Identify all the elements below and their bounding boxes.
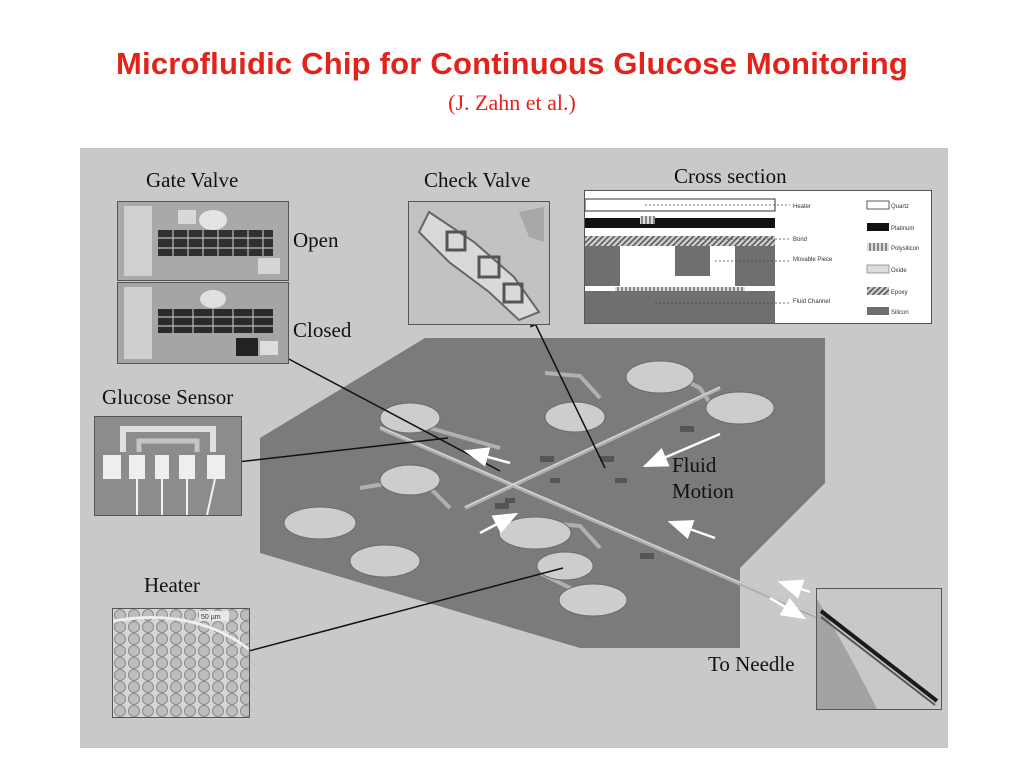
fluid-motion-label: Fluid Motion	[672, 453, 734, 503]
figure-panel: Gate Valve	[80, 148, 948, 748]
legend-quartz: Quartz	[891, 204, 909, 210]
legend-oxide: Oxide	[891, 268, 907, 274]
legend-epoxy: Epoxy	[891, 290, 908, 296]
xs-channel-text: Fluid Channel	[793, 299, 830, 305]
xs-heater-text: Heater	[793, 204, 811, 210]
check-valve-label: Check Valve	[424, 168, 531, 192]
slide-title: Microfluidic Chip for Continuous Glucose…	[115, 46, 909, 81]
legend-polysilicon: Polysilicon	[891, 246, 919, 252]
closed-label: Closed	[293, 318, 352, 342]
pointer-arrows	[218, 311, 606, 659]
legend-silicon: Silicon	[891, 310, 909, 316]
xs-movable-text: Movable Piece	[793, 257, 833, 263]
heater-scale-text: 50 µm	[201, 614, 221, 621]
check-valve-photo	[408, 201, 550, 325]
legend-platinum: Platinum	[891, 226, 914, 232]
heater-photo: 50 µm	[112, 608, 250, 718]
to-needle-label: To Needle	[708, 652, 795, 676]
open-label: Open	[293, 228, 339, 252]
valve-marks	[495, 426, 694, 559]
cross-section-label: Cross section	[674, 164, 787, 188]
gate-valve-label: Gate Valve	[146, 168, 239, 192]
flow-arrows	[463, 432, 811, 620]
chip-diagram	[218, 311, 825, 659]
glucose-sensor-photo	[94, 416, 242, 516]
cross-section-figure: Heater Bond Movable Piece Fluid Channel …	[584, 190, 932, 324]
glucose-sensor-label: Glucose Sensor	[102, 385, 234, 409]
xs-bond-text: Bond	[793, 237, 807, 243]
needle-photo	[816, 588, 942, 710]
heater-label: Heater	[144, 573, 200, 597]
gate-valve-open-photo	[117, 201, 289, 281]
chip-body	[260, 338, 825, 648]
slide-subtitle: (J. Zahn et al.)	[448, 90, 576, 115]
gate-valve-closed-photo	[117, 282, 289, 364]
